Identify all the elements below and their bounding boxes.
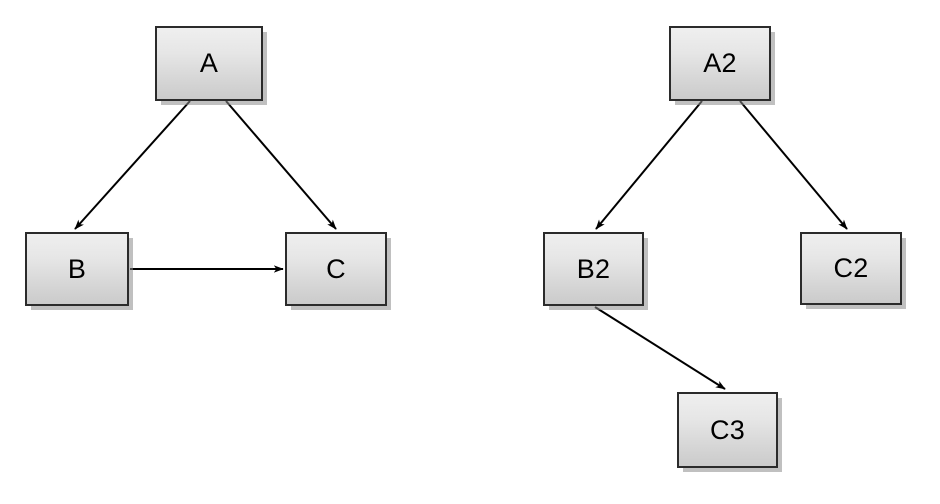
node-label-a: A: [199, 48, 219, 78]
edge-b2-to-c3: [594, 306, 726, 390]
node-label-c2: C2: [833, 253, 869, 283]
node-a[interactable]: A: [155, 26, 263, 101]
node-b[interactable]: B: [25, 232, 129, 306]
node-a2[interactable]: A2: [669, 26, 771, 101]
node-label-b: B: [67, 253, 87, 284]
node-b2[interactable]: B2: [543, 232, 644, 306]
node-c[interactable]: C: [285, 232, 387, 306]
edge-a2-to-c2: [739, 100, 848, 230]
edge-a-to-b: [74, 100, 191, 230]
node-label-c3: C3: [709, 414, 746, 445]
node-c3[interactable]: C3: [677, 392, 778, 468]
node-label-a2: A2: [703, 48, 737, 78]
edges-group: [74, 100, 848, 390]
node-label-b2: B2: [576, 253, 611, 284]
node-c2[interactable]: C2: [800, 232, 902, 305]
node-label-c: C: [326, 253, 346, 284]
edge-a-to-c: [225, 100, 337, 230]
edge-a2-to-b2: [595, 100, 703, 230]
